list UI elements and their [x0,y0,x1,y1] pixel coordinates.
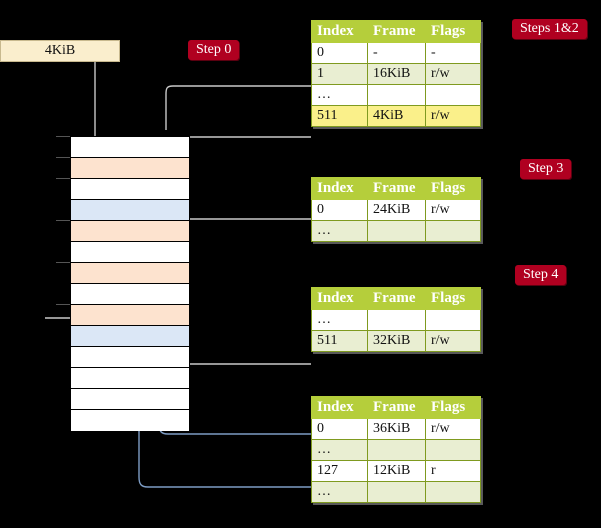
column-header: Frame [367,177,426,200]
table-cell [425,309,481,331]
column-header: Frame [367,287,426,310]
column-header: Flags [425,396,481,419]
link-table0-row1-to-memory [165,85,311,130]
physical-memory-strip [70,136,190,431]
memory-frame-row [71,305,189,326]
table-cell: 4KiB [367,105,426,127]
table-cell: … [311,481,368,503]
table-cell [367,220,426,242]
table-cell [425,84,481,106]
table-cell: r/w [425,105,481,127]
table-cell: … [311,220,368,242]
table-cell: … [311,84,368,106]
table-cell: 127 [311,460,368,482]
column-header: Index [311,177,368,200]
memory-frame-row [71,221,189,242]
table-cell: - [425,42,481,64]
table-cell [367,439,426,461]
table-row: … [311,481,481,503]
memory-frame-row [71,137,189,158]
memory-row-tick [56,178,70,179]
column-header: Flags [425,287,481,310]
memory-frame-row [71,326,189,347]
table-cell: 0 [311,418,368,440]
memory-frame-row [71,368,189,389]
step-badge-steps-1-2: Steps 1&2 [512,19,587,40]
table-cell: 511 [311,105,368,127]
table-cell: - [367,42,426,64]
table-cell [425,220,481,242]
table-cell: r/w [425,418,481,440]
step-badge-step-3: Step 3 [520,159,572,180]
column-header: Index [311,20,368,43]
table-row: … [311,220,481,242]
table-cell: 16KiB [367,63,426,85]
table-row: … [311,439,481,461]
table-cell: 12KiB [367,460,426,482]
source-page-label: 4KiB [44,43,76,58]
table-row: … [311,84,481,106]
table-cell [367,84,426,106]
table-cell: 32KiB [367,330,426,352]
table-cell [425,481,481,503]
memory-frame-row [71,179,189,200]
table-cell: … [311,309,368,331]
table-cell: 0 [311,199,368,221]
source-page-box: 4KiB [0,40,120,62]
memory-row-tick [56,157,70,158]
step-badge-step-4: Step 4 [515,265,567,286]
memory-frame-row [71,158,189,179]
table-cell: 511 [311,330,368,352]
table-cell: r/w [425,199,481,221]
table-cell: … [311,439,368,461]
table-row: … [311,309,481,331]
column-header: Index [311,396,368,419]
link-table1-row0-to-memory [177,218,311,249]
memory-row-tick [56,136,70,137]
column-header: Flags [425,177,481,200]
table-cell: r/w [425,63,481,85]
table-cell: 1 [311,63,368,85]
table-cell: r [425,460,481,482]
memory-row-tick [56,220,70,221]
memory-frame-row [71,347,189,368]
column-header: Flags [425,20,481,43]
table-cell: 36KiB [367,418,426,440]
table-cell [367,481,426,503]
memory-frame-row [71,284,189,305]
memory-frame-row [71,389,189,410]
column-header: Index [311,287,368,310]
table-cell: 0 [311,42,368,64]
column-header: Frame [367,396,426,419]
memory-frame-row [71,200,189,221]
memory-frame-row [71,410,189,431]
table-cell [425,439,481,461]
memory-row-tick [56,262,70,263]
table-cell [367,309,426,331]
column-header: Frame [367,20,426,43]
table-cell: r/w [425,330,481,352]
step-badge-step-0: Step 0 [188,40,240,61]
table-cell: 24KiB [367,199,426,221]
memory-frame-row [71,242,189,263]
table-row: 0-- [311,42,481,64]
memory-frame-row [71,263,189,284]
memory-row-tick [56,304,70,305]
